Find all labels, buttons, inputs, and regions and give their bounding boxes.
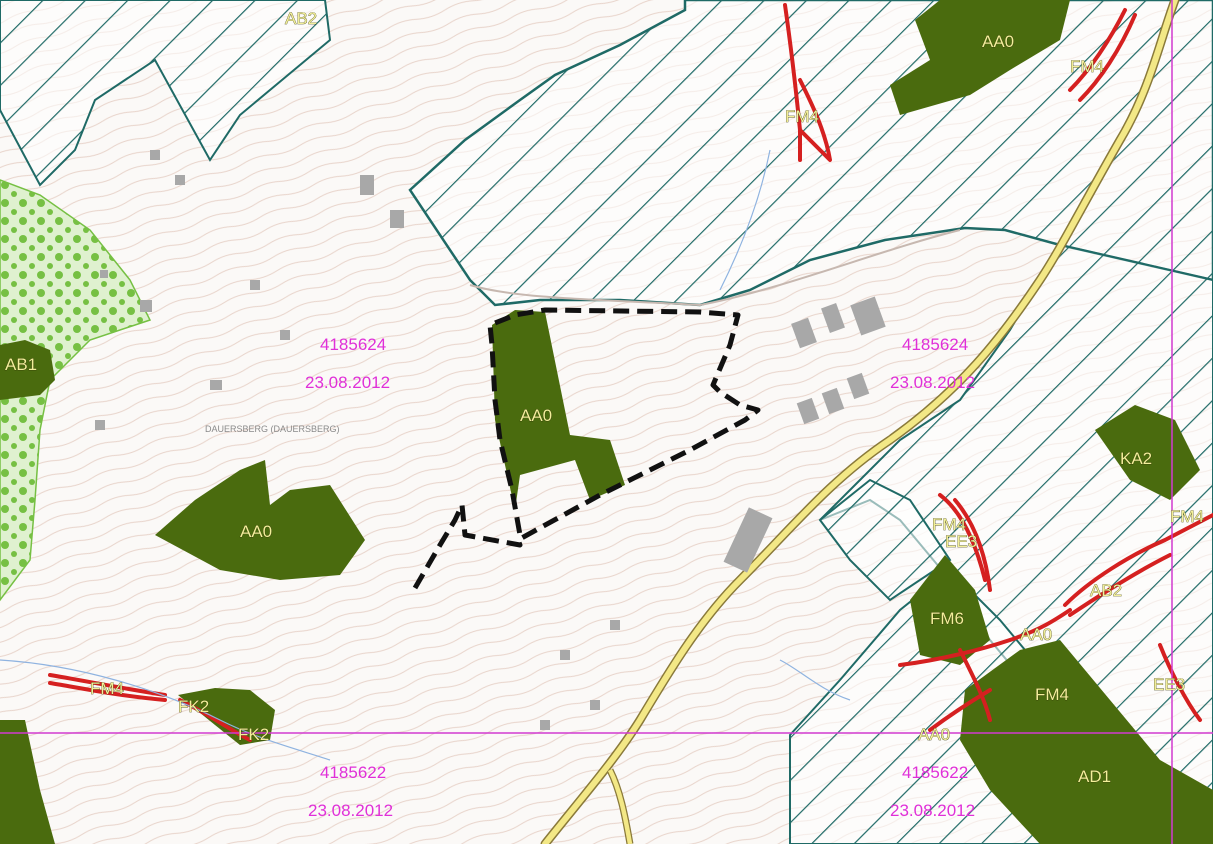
- area-code-label: AA0: [1020, 625, 1052, 644]
- sheet-number-sw: 4185622: [320, 763, 386, 782]
- area-code-label: FM4: [90, 679, 124, 698]
- forest-AA0-southeast: [960, 640, 1213, 844]
- meadow-dotted-area: [0, 179, 152, 602]
- area-code-label: FM4: [1035, 685, 1069, 704]
- buildings: [95, 150, 886, 730]
- forest-AA0-northeast: [890, 0, 1070, 115]
- stream-FM4-north: [783, 3, 832, 162]
- area-code-label: KA2: [1120, 449, 1152, 468]
- area-code-labels: AB2 AA0 FM4 FM4 AB1 AA0 AA0 AD1 KA2 FM4 …: [5, 9, 1205, 787]
- area-code-label: AA0: [918, 725, 950, 744]
- forest-AB1: [0, 340, 55, 400]
- sheet-date-ne: 23.08.2012: [890, 373, 975, 392]
- sheet-number-ne: 4185624: [902, 335, 968, 354]
- area-code-label: FM4: [785, 107, 819, 126]
- sheet-date-nw: 23.08.2012: [305, 373, 390, 392]
- sheet-date-sw: 23.08.2012: [308, 801, 393, 820]
- stream-FM4-east: [938, 493, 992, 592]
- stream-FK2: [178, 698, 252, 742]
- sheet-number-se: 4185622: [902, 763, 968, 782]
- hatched-area-northwest: [0, 0, 332, 187]
- sheet-date-se: 23.08.2012: [890, 801, 975, 820]
- area-code-label: FM4: [1170, 507, 1204, 526]
- forest-southwest-strip: [0, 720, 55, 844]
- area-code-label: FK2: [238, 725, 269, 744]
- sheet-number-nw: 4185624: [320, 335, 386, 354]
- forest-AD1: [1095, 405, 1200, 500]
- forest-AA0-central: [492, 310, 625, 510]
- blue-streams: [0, 149, 851, 761]
- project-boundary: [412, 307, 761, 590]
- area-code-label: EE3: [945, 532, 977, 551]
- roads: [469, 0, 1180, 844]
- area-code-label: EE3: [1153, 675, 1185, 694]
- area-code-label: AA0: [520, 406, 552, 425]
- stream-EE3: [1063, 513, 1213, 617]
- area-code-label: FK2: [178, 697, 209, 716]
- stream-FM4-west: [48, 673, 167, 702]
- sheet-labels: 4185624 23.08.2012 4185624 23.08.2012 41…: [305, 335, 975, 820]
- hatched-area-north-central: [408, 0, 1213, 307]
- area-code-label: AA0: [240, 522, 272, 541]
- stream-FM6: [898, 608, 1072, 722]
- linear-features: [48, 3, 1213, 742]
- area-code-label: FM4: [932, 515, 966, 534]
- area-code-label: AB2: [285, 9, 317, 28]
- forest-AA0-west: [155, 460, 365, 580]
- access-road: [469, 229, 961, 307]
- stream-FM4-southeast: [1158, 643, 1202, 722]
- area-code-label: AD1: [1078, 767, 1111, 786]
- hatched-area-east-strip: [818, 478, 952, 602]
- forest-FK2: [178, 688, 275, 745]
- forest-AB2-south: [910, 555, 990, 665]
- stream-EE3-south: [928, 688, 992, 732]
- area-code-label: AB1: [5, 355, 37, 374]
- area-code-label: FM6: [930, 609, 964, 628]
- area-code-label: AA0: [982, 32, 1014, 51]
- area-code-label: FM4: [1070, 57, 1104, 76]
- area-code-label: AB2: [1090, 581, 1122, 600]
- stream-FM4-northeast: [1068, 8, 1137, 102]
- place-name-label: DAUERSBERG (DAUERSBERG): [205, 424, 340, 434]
